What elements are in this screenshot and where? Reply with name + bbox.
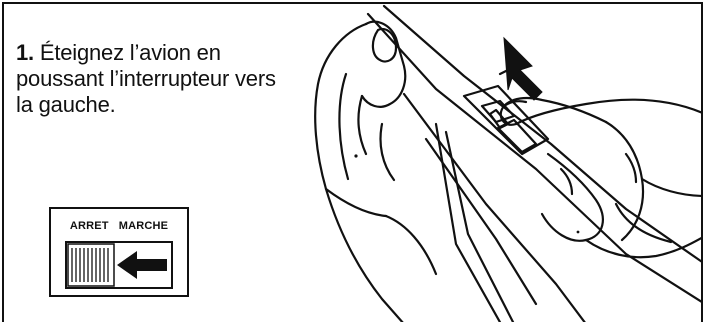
right-hand-outline <box>516 100 703 124</box>
right-thumb <box>542 154 603 241</box>
step-number: 1. <box>16 40 34 65</box>
left-hand-outline <box>315 24 404 322</box>
hands-switch-illustration <box>286 4 703 322</box>
switch-labels: ARRET MARCHE <box>51 220 187 232</box>
instruction-panel: 1. Éteignez l’avion en poussant l’interr… <box>2 2 703 322</box>
switch-graphic <box>65 241 173 289</box>
pointer-arrow-icon <box>504 38 542 100</box>
switch-label-off: ARRET <box>70 220 109 232</box>
instruction-text: Éteignez l’avion en poussant l’interrupt… <box>16 40 276 117</box>
instruction-text-block: 1. Éteignez l’avion en poussant l’interr… <box>16 40 286 118</box>
switch-diagram: ARRET MARCHE <box>49 207 189 297</box>
switch-label-on: MARCHE <box>119 220 168 232</box>
switch-knob <box>68 244 114 286</box>
left-thumbnail <box>373 29 396 62</box>
